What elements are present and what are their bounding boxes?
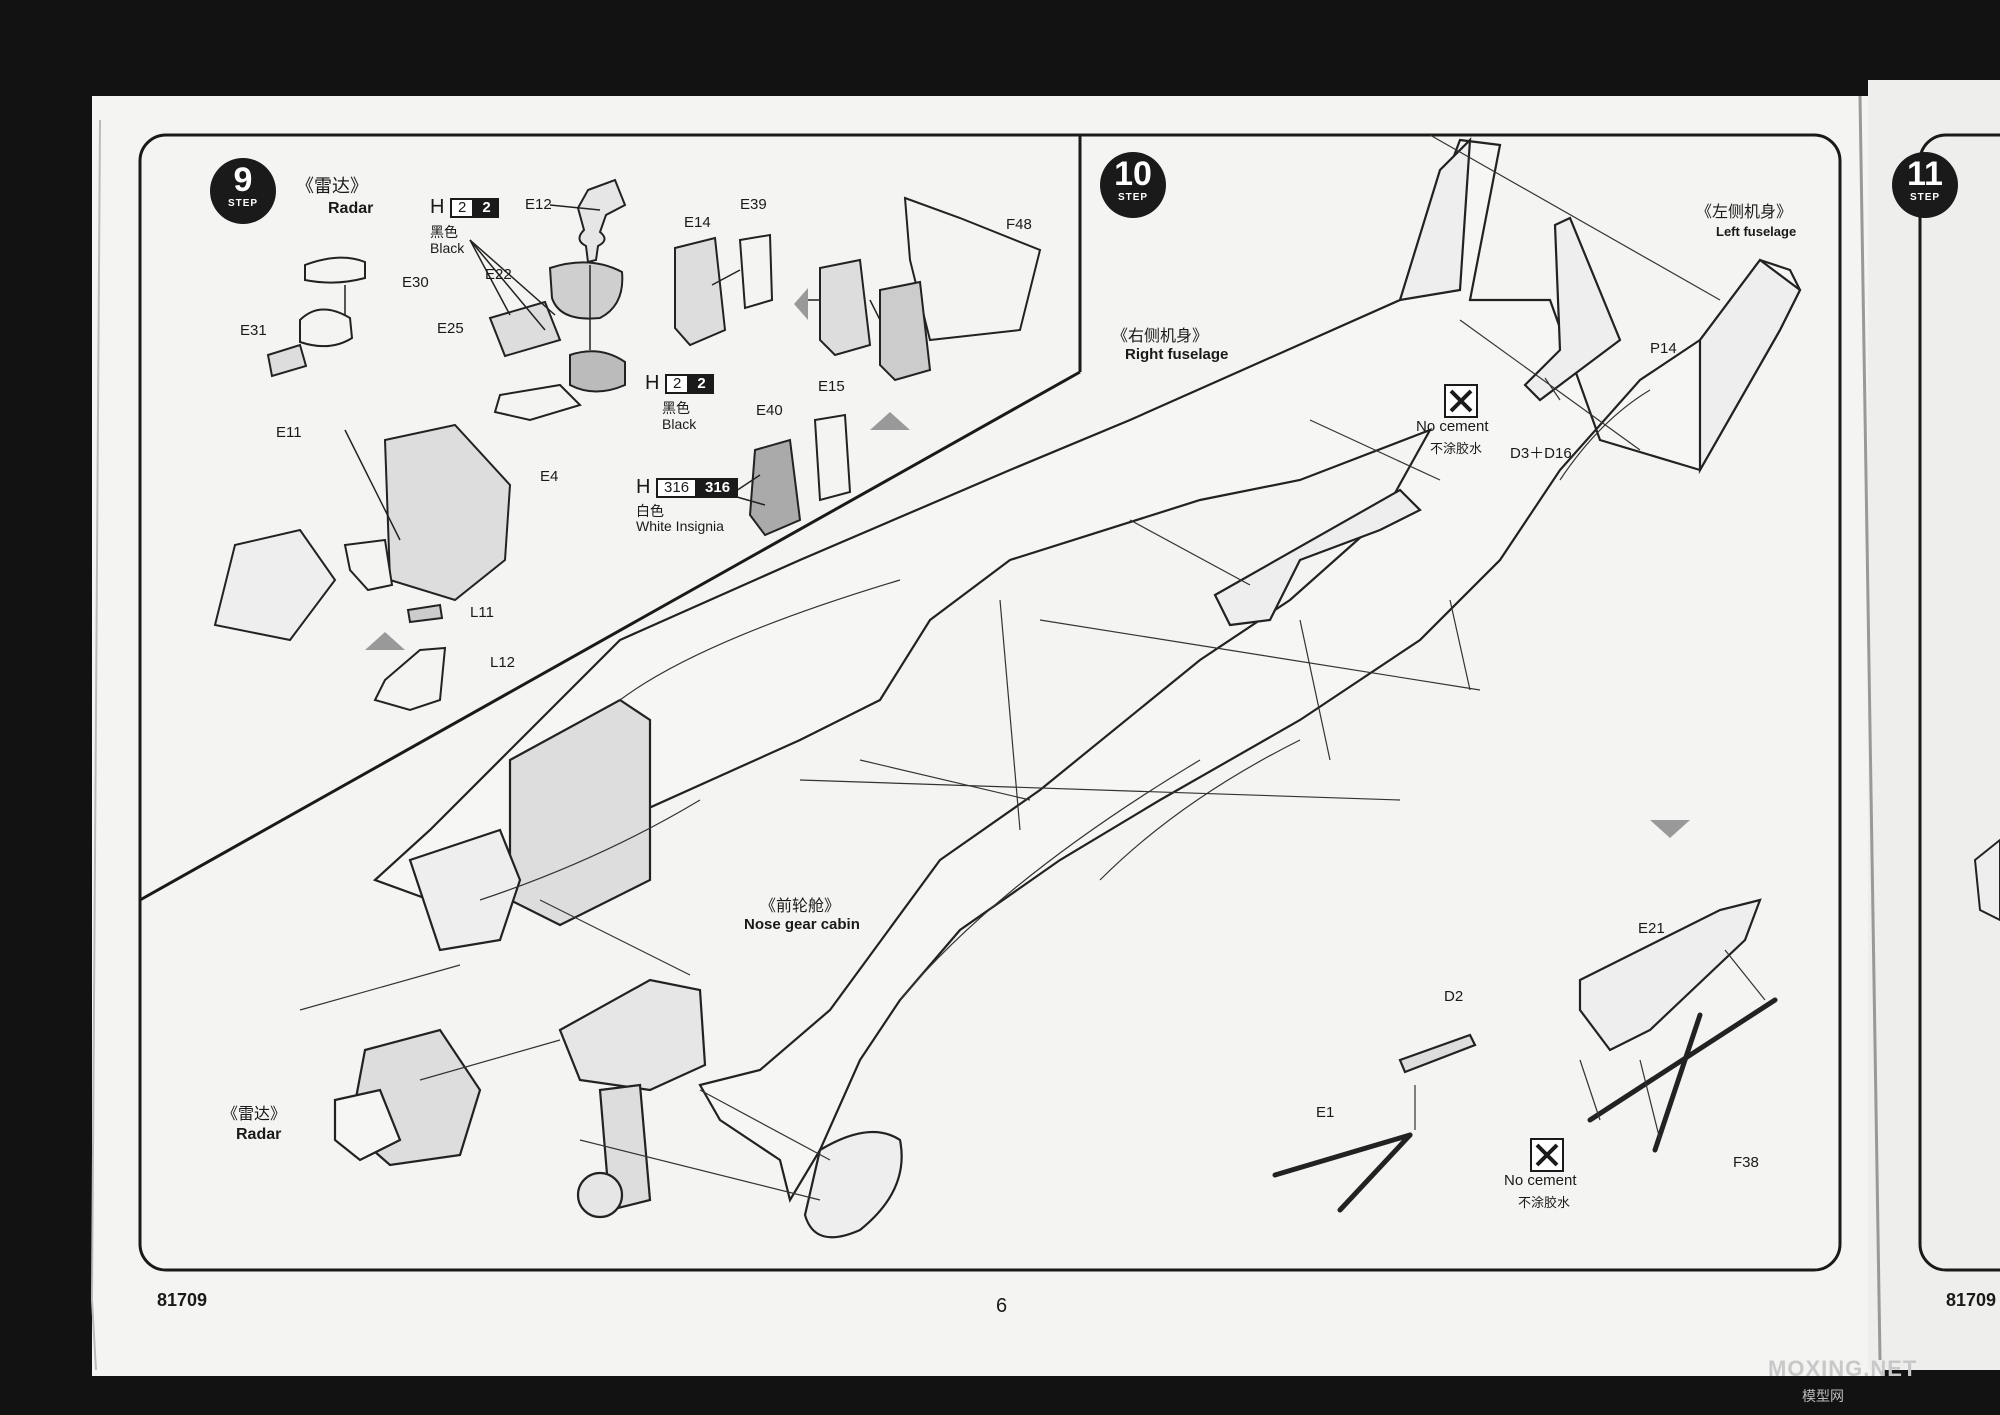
part-label-D3D16: D3＋D16 xyxy=(1510,445,1572,462)
part-label-D2: D2 xyxy=(1444,988,1464,1005)
part-label-E31: E31 xyxy=(240,322,267,339)
part-label-P14: P14 xyxy=(1650,340,1677,357)
right-fuselage-label-cn: 《右侧机身》 xyxy=(1112,326,1209,345)
part-label-E4: E4 xyxy=(540,468,559,485)
part-label-E1: E1 xyxy=(1316,1104,1335,1121)
step-10-label: STEP xyxy=(1117,192,1149,203)
part-label-E11: E11 xyxy=(276,424,302,441)
watermark: MOXING.NET xyxy=(1768,1356,1918,1381)
no-cement-icon xyxy=(1530,1138,1564,1172)
paint-prefix: H xyxy=(636,476,651,498)
cross-icon xyxy=(1535,1143,1559,1167)
paint-code-light: 316 xyxy=(656,477,698,498)
step-9-label: STEP xyxy=(227,198,259,209)
no-cement-cn: 不涂胶水 xyxy=(1518,1196,1571,1211)
left-fuselage-label-en: Left fuselage xyxy=(1716,224,1797,239)
paint-h2-mid-name-en: Black xyxy=(662,416,697,432)
radar-label-en: Radar xyxy=(236,1126,282,1143)
kit-number-left: 81709 xyxy=(157,1290,208,1310)
part-label-L12: L12 xyxy=(490,654,516,671)
step-frame xyxy=(138,133,1842,1272)
part-label-E15: E15 xyxy=(818,378,845,395)
step-9-number: 9 xyxy=(233,161,253,199)
watermark-cn: 模型网 xyxy=(1802,1389,1844,1405)
no-cement-cn: 不涂胶水 xyxy=(1430,442,1483,457)
kit-number-right: 81709 xyxy=(1946,1290,1997,1310)
paint-code-dark: 316 xyxy=(697,477,739,498)
no-cement-en: No cement xyxy=(1416,418,1489,435)
part-label-E22: E22 xyxy=(485,266,512,283)
part-label-E40: E40 xyxy=(756,402,783,419)
step-11-label: STEP xyxy=(1909,192,1941,203)
part-label-E21: E21 xyxy=(1638,920,1665,937)
assembly-hatch-arrows xyxy=(365,288,1690,838)
page-number: 6 xyxy=(996,1295,1008,1317)
paint-h2-mid-name-cn: 黑色 xyxy=(662,401,690,417)
paint-prefix: H xyxy=(430,196,445,218)
part-label-E12: E12 xyxy=(525,196,552,213)
step-9-title-en: Radar xyxy=(328,200,374,217)
step-9-badge: 9 STEP xyxy=(210,158,276,224)
part-label-E25: E25 xyxy=(437,320,464,337)
paint-code-light: 2 xyxy=(665,373,690,394)
paint-prefix: H xyxy=(645,372,660,394)
nose-gear-label-cn: 《前轮舱》 xyxy=(760,896,841,915)
cross-icon xyxy=(1449,389,1473,413)
paint-h316-name-cn: 白色 xyxy=(636,504,664,520)
radar-label-cn: 《雷达》 xyxy=(222,1104,287,1123)
part-label-E14: E14 xyxy=(684,214,711,231)
nose-gear-label-en: Nose gear cabin xyxy=(744,916,860,933)
paint-code-dark: 2 xyxy=(474,197,499,218)
no-cement-en: No cement xyxy=(1504,1172,1577,1189)
paint-code-dark: 2 xyxy=(689,373,714,394)
paint-code-light: 2 xyxy=(450,197,475,218)
right-fuselage-label-en: Right fuselage xyxy=(1125,346,1229,363)
step-11-badge: 11 STEP xyxy=(1892,152,1958,218)
step-9-title-cn: 《雷达》 xyxy=(296,176,368,197)
right-page-edge xyxy=(1868,80,2000,1370)
step-11-number: 11 xyxy=(1907,155,1943,193)
part-label-L11: L11 xyxy=(470,604,494,621)
part-label-E30: E30 xyxy=(402,274,429,291)
no-cement-icon xyxy=(1444,384,1478,418)
part-label-F38: F38 xyxy=(1733,1154,1759,1171)
paint-h2-top-name-en: Black xyxy=(430,240,465,256)
step-10-badge: 10 STEP xyxy=(1100,152,1166,218)
paint-h2-top-name-cn: 黑色 xyxy=(430,225,458,241)
part-label-F48: F48 xyxy=(1006,216,1032,233)
step-10-number: 10 xyxy=(1114,155,1152,193)
part-label-E39: E39 xyxy=(740,196,767,213)
left-fuselage-label-cn: 《左侧机身》 xyxy=(1696,202,1793,221)
paint-h316-name-en: White Insignia xyxy=(636,518,724,534)
